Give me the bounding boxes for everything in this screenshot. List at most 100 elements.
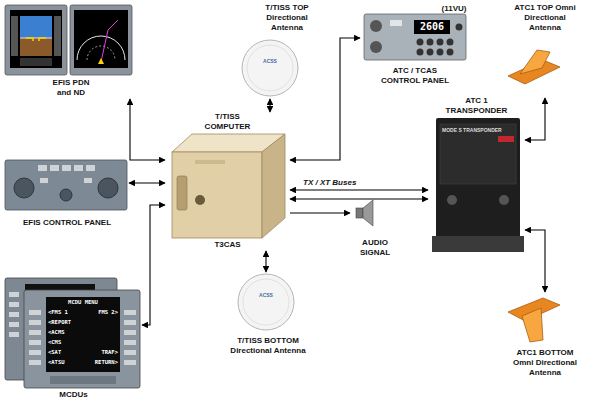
antenna-unit: ATC1 TOP Omni Directional Antenna (498, 3, 592, 98)
line-key (124, 360, 136, 365)
component-label: EFIS CONTROL PANEL (5, 218, 129, 228)
component-label: ATC1 BOTTOM Omni Directional Antenna (510, 348, 580, 378)
range-arc (87, 46, 115, 60)
signal-connector (290, 38, 360, 160)
attitude-ground (20, 38, 52, 56)
altitude-tape (54, 16, 61, 56)
maker-mark: ACSS (251, 292, 281, 299)
keypad-key (417, 39, 424, 46)
keyboard-strip (50, 376, 116, 384)
computer-unit: T/TISS COMPUTERT3CAS (165, 112, 290, 251)
push-button (62, 165, 71, 171)
display-screen (74, 10, 128, 68)
component-label: T/TISS BOTTOM Directional Antenna (228, 336, 308, 356)
directional-antenna (242, 40, 298, 96)
component-label: EFIS PDN and ND (47, 78, 95, 98)
display-screen (10, 10, 62, 68)
line-key (124, 310, 136, 315)
push-button (390, 20, 402, 26)
connector (499, 195, 509, 205)
signal-connector (525, 230, 545, 292)
speaker-symbol (363, 200, 373, 226)
line-key (29, 330, 41, 335)
mcdu-body (24, 290, 140, 388)
bus-label: TX / XT Buses (303, 178, 356, 188)
signal-connector (129, 183, 165, 184)
screen-text: TRAF> (82, 349, 118, 357)
display-bezel (70, 5, 132, 75)
line-key (29, 320, 41, 325)
directional-antenna (238, 274, 294, 330)
connector-line (129, 182, 165, 183)
display-unit: EFIS PDN and ND (5, 3, 135, 99)
keypad-key (427, 49, 434, 56)
screen-text: <REPORT (48, 319, 88, 327)
screen-text: <CMS (48, 339, 88, 347)
component-label: AUDIO SIGNAL (355, 238, 395, 258)
code-display (414, 20, 450, 34)
speaker-symbol (356, 208, 363, 218)
component-label: MCDUs (5, 390, 142, 400)
connector-line (290, 198, 428, 199)
screen-text: MCDU MENU (46, 299, 120, 307)
maker-plate (498, 136, 514, 142)
screen-text: <ACMS (48, 329, 88, 337)
component-label: (11VU) (438, 4, 470, 14)
vent-slot (195, 160, 225, 164)
audio-output: AUDIO SIGNAL (350, 200, 400, 260)
connector-line (130, 99, 165, 160)
computer-handle (177, 176, 187, 210)
code-readout: 2606 (414, 21, 450, 33)
component-label: ATC 1 TRANSPONDER (438, 96, 515, 116)
component-label: ATC / TCAS CONTROL PANEL (380, 66, 450, 86)
control-panel-unit: EFIS CONTROL PANEL (5, 158, 129, 230)
screen-text: RETURN> (78, 359, 118, 367)
mcdu-unit: MCDUs (5, 276, 142, 402)
signal-connector (290, 190, 428, 199)
keypad-key (437, 49, 444, 56)
keypad-key (456, 24, 463, 31)
signal-connector (270, 99, 271, 112)
connector-line (525, 98, 545, 140)
computer-side-face (262, 134, 285, 238)
mode-knob (370, 20, 382, 32)
transponder-body (436, 118, 520, 242)
unit-marking: MODE S TRANSPONDER (442, 127, 512, 134)
push-button (86, 165, 95, 171)
display-bezel (5, 5, 67, 75)
mcdu-screen (46, 297, 120, 372)
connector (447, 195, 457, 205)
heading-tape (20, 58, 52, 66)
connector-line (290, 212, 350, 213)
selector-knob (14, 178, 34, 198)
mode-knob (370, 41, 382, 53)
speed-tape (11, 16, 18, 56)
line-key (124, 330, 136, 335)
connector-line (269, 99, 270, 112)
antenna-rim (247, 45, 293, 91)
line-key (9, 312, 19, 317)
signal-connector (130, 99, 165, 160)
screen-text: <SAT (48, 349, 88, 357)
keypad-key (447, 49, 454, 56)
antenna-rim (243, 279, 289, 325)
aircraft-symbol (98, 58, 104, 64)
component-label: ATC1 TOP Omni Directional Antenna (510, 3, 580, 33)
signal-connector (525, 98, 545, 140)
transponder-unit: ATC 1 TRANSPONDER (428, 96, 525, 256)
maker-mark: ACSS (255, 58, 285, 65)
screen-text: <FMS 1 (48, 309, 84, 317)
control-panel-body (364, 14, 466, 60)
push-button (84, 178, 92, 183)
antenna-unit: T/TISS TOP Directional Antenna (232, 3, 322, 99)
mounting-tray (432, 236, 524, 252)
push-button (74, 165, 83, 171)
aircraft-symbol (26, 38, 46, 41)
keypad-key (427, 39, 434, 46)
line-key (9, 322, 19, 327)
attitude-sky (20, 16, 52, 38)
component-label: T/TISS COMPUTER (200, 112, 255, 132)
line-key (29, 360, 41, 365)
line-key (124, 320, 136, 325)
